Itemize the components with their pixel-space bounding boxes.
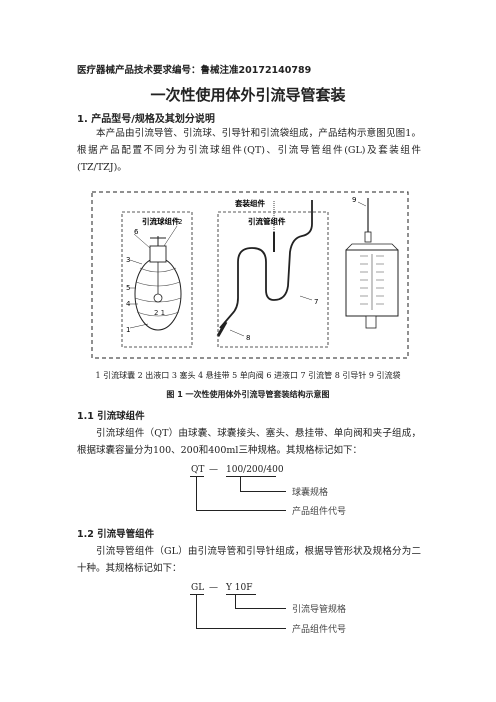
qt-code-leader-h bbox=[196, 510, 286, 511]
structure-diagram: 2 1 套装组件 引流球组件 引流管组件 1 2 3 4 5 6 7 8 9 bbox=[91, 191, 409, 359]
section-1-2-heading: 1.2 引流导管组件 bbox=[77, 529, 155, 540]
gl-prefix-underline bbox=[190, 594, 204, 595]
gl-code-dash: — bbox=[209, 583, 218, 593]
qt-value-underline bbox=[226, 476, 276, 477]
part-number-9: 9 bbox=[352, 196, 356, 204]
gl-spec-label: 引流导管规格 bbox=[292, 605, 347, 615]
qt-spec-leader-v bbox=[240, 477, 241, 491]
section-1-1-heading: 1.1 引流球组件 bbox=[77, 411, 145, 422]
gl-code-prefix: GL bbox=[191, 583, 205, 593]
ball-assembly-outline bbox=[121, 211, 193, 348]
drainage-bag-drawing bbox=[345, 198, 399, 329]
tube-assembly-outline bbox=[217, 211, 329, 348]
document-title: 一次性使用体外引流导管套装 bbox=[150, 86, 346, 104]
gl-value-underline bbox=[226, 594, 256, 595]
part-number-4: 4 bbox=[126, 300, 131, 308]
part-number-2: 2 bbox=[178, 218, 182, 226]
ball-inner-label: 2 1 bbox=[154, 309, 165, 317]
qt-code-label: 产品组件代号 bbox=[292, 507, 347, 517]
qt-code-leader-v bbox=[196, 477, 197, 510]
gl-spec-leader-v bbox=[235, 595, 236, 608]
section-1-1-paragraph: 引流球组件（QT）由球囊、球囊接头、塞头、悬挂带、单向阀和夹子组成，根据球囊容量… bbox=[77, 428, 421, 456]
gl-code-value: Y 10F bbox=[226, 583, 253, 593]
qt-spec-leader-h bbox=[240, 491, 286, 492]
document-header: 医疗器械产品技术要求编号：鲁械注准20172140789 bbox=[77, 65, 312, 76]
part-number-7: 7 bbox=[314, 298, 318, 306]
part-number-8: 8 bbox=[246, 334, 250, 342]
part-number-3: 3 bbox=[126, 256, 130, 264]
gl-code-leader-v bbox=[196, 595, 197, 628]
section-1-2-paragraph: 引流导管组件（GL）由引流导管和引导针组成，根据导管形状及规格分为二十种。其规格… bbox=[77, 546, 421, 574]
kit-outline bbox=[91, 191, 409, 359]
ball-assembly-label: 引流球组件 bbox=[142, 216, 180, 226]
qt-code-dash: — bbox=[209, 465, 218, 475]
drainage-ball-drawing: 2 1 bbox=[129, 225, 182, 331]
section-1-heading: 1. 产品型号/规格及其划分说明 bbox=[77, 114, 215, 125]
qt-prefix-underline bbox=[190, 476, 204, 477]
qt-spec-label: 球囊规格 bbox=[292, 488, 329, 498]
part-number-1: 1 bbox=[126, 326, 130, 334]
kit-label: 套装组件 bbox=[235, 198, 265, 208]
qt-code-prefix: QT bbox=[191, 465, 205, 475]
qt-code-value: 100/200/400 bbox=[226, 465, 284, 475]
figure-caption: 图 1 一次性使用体外引流导管套装结构示意图 bbox=[166, 390, 330, 399]
figure-legend: 1 引流球囊 2 出液口 3 塞头 4 悬挂带 5 单向阀 6 进液口 7 引流… bbox=[95, 371, 401, 380]
drainage-tube-drawing bbox=[216, 200, 313, 337]
gl-spec-leader-h bbox=[235, 608, 286, 609]
section-1-paragraph: 本产品由引流导管、引流球、引导针和引流袋组成，产品结构示意图见图1。根据产品配置… bbox=[77, 128, 421, 173]
gl-code-leader-h bbox=[196, 628, 286, 629]
part-number-5: 5 bbox=[126, 284, 130, 292]
tube-assembly-label: 引流管组件 bbox=[248, 216, 286, 226]
part-number-6: 6 bbox=[134, 228, 139, 236]
gl-code-label: 产品组件代号 bbox=[292, 625, 347, 635]
